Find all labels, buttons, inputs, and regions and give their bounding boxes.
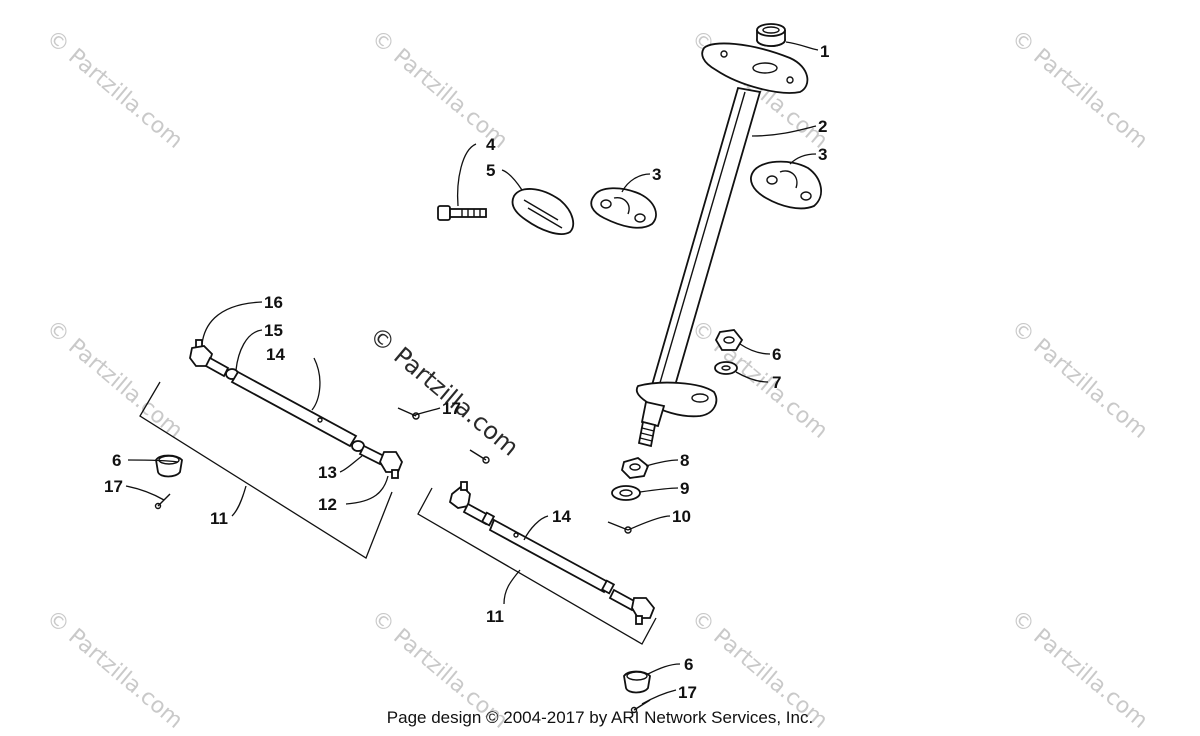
part-bearing-block-left [590,187,657,229]
callout-label: 6 [772,345,781,364]
callout-label: 14 [266,345,285,364]
part-tie-rod-left [189,339,404,479]
assembly-bracket-left [139,381,393,559]
callout-label: 14 [552,507,571,526]
leader-lines [125,41,819,705]
callout-label: 3 [818,145,827,164]
callout-label: 1 [820,42,829,61]
part-steering-post [635,42,809,448]
part-cotter-pin [607,521,632,534]
watermark: © Partzilla.com [1006,25,1152,153]
callout-label: 9 [680,479,689,498]
part-bearing-block-right [750,160,822,210]
callout-label: 17 [678,683,697,702]
callout-label: 3 [652,165,661,184]
callout-label: 6 [112,451,121,470]
callout-label: 6 [684,655,693,674]
callout-label: 12 [318,495,337,514]
part-nut [714,329,744,351]
callout-label: 16 [264,293,283,312]
part-tie-rod-right [448,481,656,625]
callout-label: 15 [264,321,283,340]
callout-label: 4 [486,135,496,154]
watermark: © Partzilla.com [41,315,187,443]
copyright-footer: Page design © 2004-2017 by ARI Network S… [386,708,814,727]
callout-label: 13 [318,463,337,482]
callout-label: 10 [672,507,691,526]
part-thrust-washer [611,485,641,501]
callout-labels: 1 2 3 3 4 5 6 7 8 9 10 14 11 6 17 16 15 … [104,42,829,702]
watermark: © Partzilla.com [686,315,832,443]
part-nut-bottom [623,670,651,694]
assembly-bracket-right [417,487,657,645]
part-washer [714,361,738,375]
part-lock-plate [511,188,575,235]
callout-label: 7 [772,373,781,392]
part-nut-lower-left [155,454,183,478]
callout-label: 17 [104,477,123,496]
watermark-group: © Partzilla.com © Partzilla.com © Partzi… [41,25,1152,733]
part-castle-nut [621,457,650,479]
callout-label: 17 [442,399,461,418]
callout-label: 11 [210,509,228,528]
callout-label: 8 [680,451,689,470]
callout-label: 2 [818,117,827,136]
part-bolt [437,205,487,221]
callout-label: 5 [486,161,495,180]
watermark: © Partzilla.com [1006,315,1152,443]
watermark-center: © Partzilla.com [364,321,524,461]
part-bushing [756,23,786,47]
watermark: © Partzilla.com [41,25,187,153]
part-cotter-pin-center [397,407,490,464]
callout-label: 11 [486,607,504,626]
